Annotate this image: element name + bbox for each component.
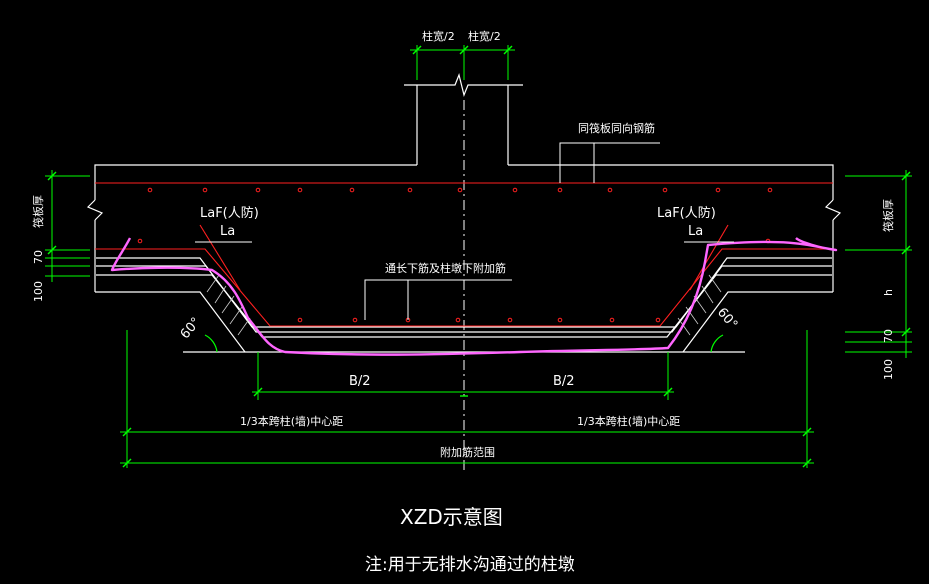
anchor-right-la: La: [688, 224, 703, 239]
dimension-lines: [45, 45, 912, 468]
left-slab-thickness-label: 筏板厚: [31, 195, 45, 228]
anchor-left-la: La: [220, 224, 235, 239]
angle-arcs: [204, 334, 724, 353]
slab-bottom-rebar: [95, 248, 833, 327]
slope-hatch: [206, 274, 722, 336]
b-half-left-label: B/2: [349, 374, 371, 389]
b-half-right-label: B/2: [553, 374, 575, 389]
span-third-right-label: 1/3本跨柱(墙)中心距: [577, 414, 680, 428]
rebar: [95, 182, 833, 327]
drawing-note: 注:用于无排水沟通过的柱墩: [365, 555, 575, 575]
dimension-ticks: [47, 45, 911, 468]
angle-right-label: 60°: [714, 305, 740, 332]
right-slab-thickness-label: 筏板厚: [881, 199, 895, 232]
slab-rebar-note: 同筏板同向钢筋: [578, 121, 655, 135]
concrete-outline: [86, 73, 842, 353]
angle-left-label: 60°: [178, 315, 204, 342]
right-h-label: h: [882, 289, 895, 296]
anchor-right-label: LaF(人防): [657, 205, 716, 221]
markup-stroke: [110, 237, 838, 356]
drawing-title: XZD示意图: [400, 505, 503, 529]
anchor-left-label: LaF(人防): [200, 205, 259, 221]
col-half-width-right-label: 柱宽/2: [468, 29, 501, 43]
col-half-width-left-label: 柱宽/2: [422, 29, 455, 43]
leader-lines: [195, 142, 734, 320]
span-third-left-label: 1/3本跨柱(墙)中心距: [240, 414, 343, 428]
rebar-dots: [137, 187, 773, 323]
anchor-leader-right: [689, 224, 729, 291]
right-70-label: 70: [882, 329, 895, 343]
left-100-label: 100: [32, 281, 45, 302]
left-70-label: 70: [32, 250, 45, 264]
right-100-label: 100: [882, 359, 895, 380]
extra-rebar-range-label: 附加筋范围: [440, 445, 495, 459]
bottom-rebar-note: 通长下筋及柱墩下附加筋: [385, 261, 506, 275]
anchor-leader-left: [199, 224, 241, 291]
